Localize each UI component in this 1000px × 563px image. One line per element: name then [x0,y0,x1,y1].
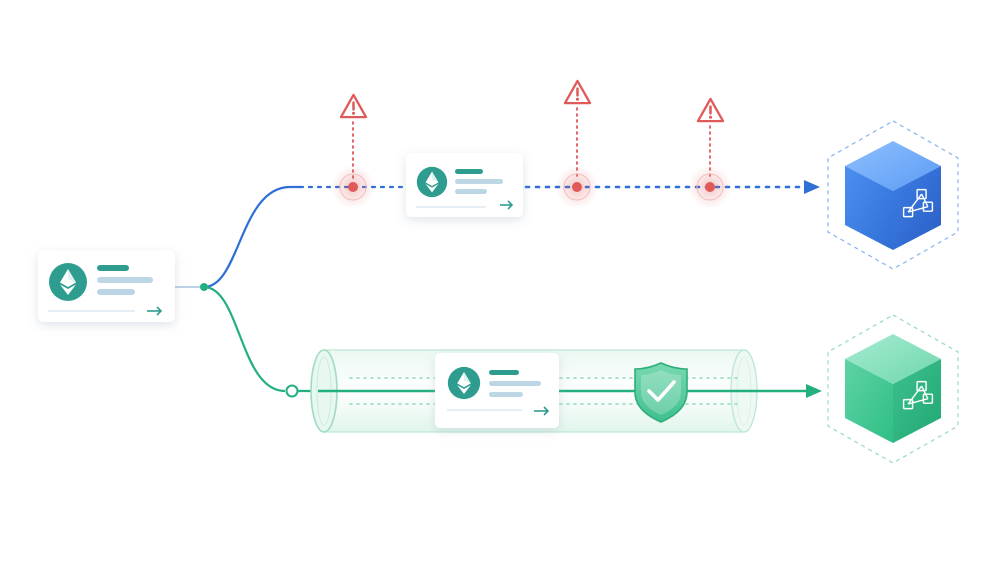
private-transaction-card [435,353,559,428]
card-text-line [97,265,129,271]
branch-connectors [175,185,300,393]
blockchain-cube-icon [845,334,941,443]
branch-node [200,283,208,291]
leak-point [572,182,582,192]
arrow-right-icon [534,406,550,416]
source-transaction-card [38,250,175,322]
card-text-line [97,277,153,283]
ethereum-icon [49,263,87,301]
private-route [285,314,959,464]
tunnel-entry-node [285,384,299,398]
arrow-right-icon [500,200,514,210]
warning-marker [331,93,375,209]
card-text-line [455,179,503,184]
card-text-line [97,289,135,295]
warning-triangle-icon [563,79,592,105]
leak-point [348,182,358,192]
card-text-line [489,381,541,386]
card-text-line [489,370,519,375]
public-transaction-card [406,153,523,217]
card-text-line [489,392,523,397]
public-branch-path [203,185,300,289]
public-route [298,79,959,270]
leak-point [705,182,715,192]
private-route-arrowhead-icon [806,384,822,398]
warning-marker [555,79,599,209]
warning-triangle-icon [339,93,368,119]
private-destination-block [827,314,959,464]
block-hexagon-outline [827,120,959,270]
ethereum-icon [416,166,448,198]
card-text-line [455,169,483,174]
card-text-line [455,189,487,194]
warning-marker [688,97,732,209]
public-route-arrowhead-icon [804,180,820,194]
ethereum-icon [447,366,481,400]
block-hexagon-outline [827,314,959,464]
warning-triangle-icon [696,97,725,123]
private-branch-path [203,285,286,393]
shield-check-icon [634,362,688,423]
blockchain-cube-icon [845,141,941,250]
public-destination-block [827,120,959,270]
arrow-right-icon [147,306,163,316]
